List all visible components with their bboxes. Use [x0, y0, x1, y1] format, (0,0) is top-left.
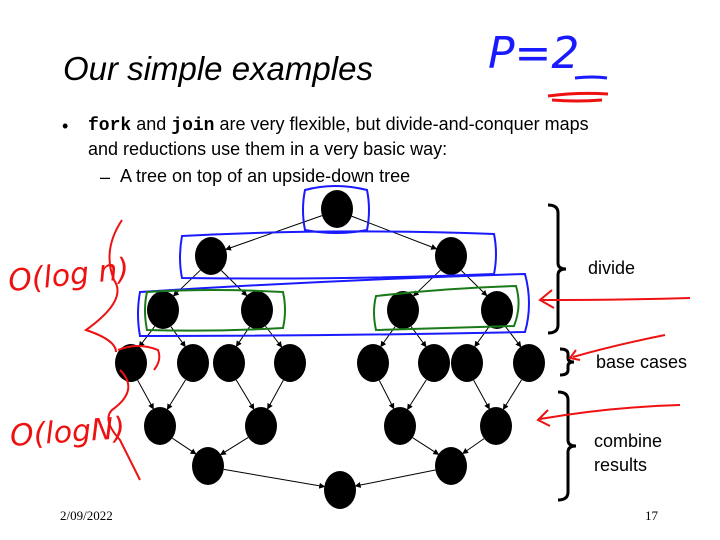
pen-box-level2 — [137, 272, 530, 338]
tree-node — [147, 291, 179, 329]
pen-arrow-combine — [536, 404, 681, 427]
tree-node — [435, 447, 467, 485]
tree-node — [245, 407, 277, 445]
bullet-marker: • — [62, 116, 69, 136]
pen-box-green-left — [144, 289, 286, 332]
tree-node — [387, 291, 419, 329]
tree-node — [451, 344, 483, 382]
tree-edge — [378, 380, 395, 410]
tree-edge — [235, 379, 255, 410]
pen-underline-blue — [574, 75, 608, 80]
slide-title: Our simple examples — [63, 50, 373, 87]
tree-node — [513, 344, 545, 382]
pen-box-root — [302, 185, 370, 234]
pen-mark-base — [117, 345, 161, 371]
footer-page: 17 — [645, 508, 658, 523]
tree-node — [144, 407, 176, 445]
pen-brace-lower — [107, 369, 141, 481]
pen-box-green-right — [373, 284, 520, 332]
sub-bullet-marker: – — [100, 167, 111, 187]
tree-node — [481, 291, 513, 329]
label-combine: combine — [594, 431, 663, 451]
tree-edge — [407, 379, 427, 411]
bullet-line-2: and reductions use them in a very basic … — [88, 139, 448, 159]
tree-edge — [172, 269, 201, 297]
tree-node — [435, 237, 467, 275]
tree-edge — [504, 325, 522, 348]
tree-node — [384, 407, 416, 445]
tree-edge — [267, 380, 284, 410]
tree-edge — [354, 469, 436, 488]
label-divide: divide — [588, 258, 636, 278]
tree-node — [274, 344, 306, 382]
footer-date: 2/09/2022 — [60, 508, 113, 523]
pen-arrow-divide — [538, 289, 691, 309]
tree-node — [195, 237, 227, 275]
annotation-p-equals: P=2 — [488, 28, 580, 79]
tree-node — [177, 344, 209, 382]
code-join: join — [171, 116, 215, 136]
code-fork: fork — [88, 116, 132, 136]
tree-node — [213, 344, 245, 382]
tree-node — [357, 344, 389, 382]
tree-edge — [223, 468, 326, 489]
tree-edge — [219, 437, 249, 456]
tree-edge — [474, 326, 490, 348]
bullet-line-1: fork and join are very flexible, but div… — [88, 114, 589, 136]
tree-node — [418, 344, 450, 382]
tree-node — [321, 190, 353, 228]
tree-edge — [502, 379, 523, 411]
pen-brace-upper — [83, 219, 123, 353]
sub-bullet: A tree on top of an upside-down tree — [120, 166, 411, 186]
tree-node — [241, 291, 273, 329]
label-base-cases: base cases — [596, 352, 688, 372]
combine-bracket — [557, 390, 577, 502]
tree-node — [480, 407, 512, 445]
pen-underline — [547, 91, 609, 103]
divide-bracket — [547, 203, 567, 335]
tree-node — [324, 471, 356, 509]
text: are very flexible, but divide-and-conque… — [214, 114, 589, 134]
base-cases-bracket — [559, 347, 575, 377]
tree-edge — [137, 380, 154, 410]
tree-edge — [166, 379, 187, 411]
tree-edge — [172, 437, 197, 455]
tree-edge — [221, 270, 248, 297]
label-results: results — [594, 455, 648, 475]
text: and — [131, 114, 172, 134]
tree-edge — [412, 437, 440, 455]
pen-arrow-base — [568, 334, 666, 361]
tree-edge — [462, 438, 485, 454]
tree-node — [192, 447, 224, 485]
tree-edge — [473, 380, 490, 410]
